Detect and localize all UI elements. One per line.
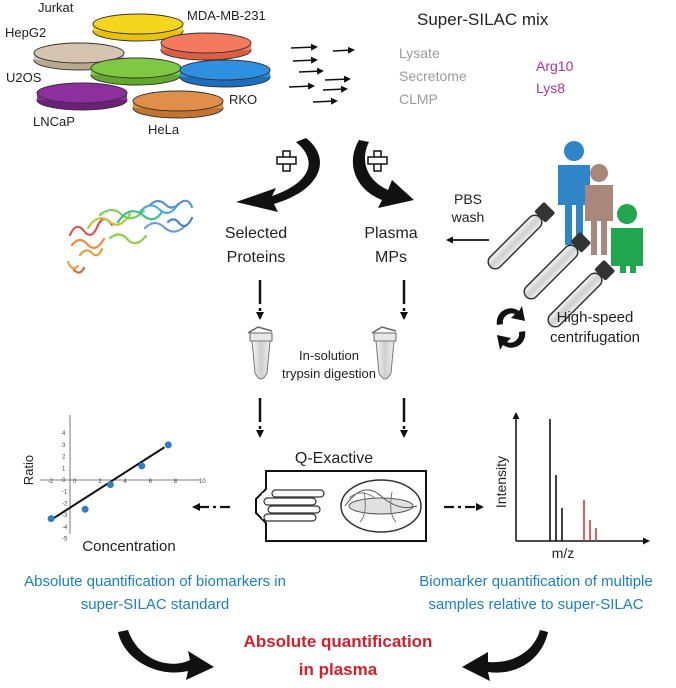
label-mda: MDA-MB-231 (187, 8, 266, 23)
centrifuge-line1: High-speed (557, 309, 634, 326)
fraction-clmp: CLMP (399, 91, 438, 107)
conclusion-line2: in plasma (299, 660, 378, 679)
calibration-xlabel: Concentration (82, 538, 175, 555)
mixing-arrows (288, 43, 355, 105)
calibration-ylabel: Ratio (21, 455, 36, 485)
cell-culture-dishes: Jurkat HepG2 MDA-MB-231 U2OS RKO LNCaP H… (5, 0, 271, 137)
label-hepg2: HepG2 (5, 25, 46, 40)
curved-arrow-left (236, 138, 320, 212)
instrument-label: Q-Exactive (295, 450, 373, 467)
label-lncap: LNCaP (33, 114, 75, 129)
calibration-xtick: 0 (73, 479, 77, 485)
calibration-xtick: 2 (98, 479, 102, 485)
blood-tubes-icon (487, 202, 615, 328)
dish-rko (179, 59, 271, 88)
conclusion-line1: Absolute quantification (244, 632, 433, 651)
calibration-point (138, 462, 146, 470)
person-blue-icon (558, 141, 590, 245)
caption-right-line1: Biomarker quantification of multiple (419, 573, 652, 590)
calibration-xtick: 6 (149, 479, 153, 485)
calibration-ytick: -5 (62, 537, 68, 543)
curved-arrow-right (352, 140, 414, 208)
centrifuge-line2: centrifugation (550, 329, 640, 346)
mass-spectrum-chart: Intensity m/z (493, 412, 650, 561)
caption-left-line2: super-SILAC standard (81, 596, 229, 613)
label-arg10: Arg10 (536, 58, 574, 74)
plus-right (367, 150, 388, 172)
person-brown-icon (585, 164, 613, 255)
plus-left (276, 150, 297, 172)
calibration-ytick: 2 (62, 455, 66, 461)
label-hela: HeLa (148, 122, 180, 137)
protein-structure-illustration (66, 199, 194, 274)
rotation-arrows-icon (496, 306, 526, 350)
calibration-xtick: 8 (174, 479, 178, 485)
calibration-ytick: -2 (62, 501, 68, 507)
selected-proteins-line1: Selected (225, 225, 287, 242)
eppendorf-tube-right-icon (371, 326, 397, 380)
label-u2os: U2OS (6, 70, 42, 85)
pbs-line2: wash (451, 209, 485, 225)
dish-hela (132, 90, 224, 119)
plasma-mps-line1: Plasma (364, 225, 417, 242)
plasma-mps-line2: MPs (375, 249, 407, 266)
curved-arrow-bottom-left (118, 630, 214, 680)
dish-mda (160, 32, 252, 61)
eppendorf-tube-left-icon (247, 326, 273, 380)
pbs-line1: PBS (454, 191, 482, 207)
calibration-ytick: 0 (62, 478, 66, 484)
selected-proteins-line2: Proteins (227, 249, 286, 266)
digestion-line2: trypsin digestion (282, 366, 376, 381)
calibration-ytick: 4 (62, 431, 66, 437)
curved-arrow-bottom-right (462, 630, 548, 681)
super-silac-title: Super-SILAC mix (417, 10, 549, 29)
person-green-icon (611, 204, 643, 273)
calibration-ytick: 1 (62, 466, 66, 472)
dish-jurkat (92, 13, 184, 42)
dish-lncap (36, 82, 128, 111)
flow-arrows-down (256, 280, 408, 438)
digestion-line1: In-solution (299, 348, 359, 363)
mass-spectrometer-icon (255, 470, 427, 542)
calibration-point (106, 481, 114, 489)
calibration-ytick: 3 (62, 443, 66, 449)
calibration-point (47, 515, 55, 523)
calibration-xtick: 10 (199, 479, 206, 485)
calibration-xtick: 4 (123, 479, 127, 485)
caption-right-line2: samples relative to super-SILAC (428, 596, 643, 613)
calibration-point (164, 441, 172, 449)
calibration-ytick: -1 (62, 490, 68, 496)
calibration-ytick: -4 (62, 525, 68, 531)
label-lys8: Lys8 (536, 80, 565, 96)
label-jurkat: Jurkat (38, 0, 74, 15)
calibration-xtick: -2 (48, 479, 54, 485)
spectrum-xlabel: m/z (552, 545, 575, 561)
calibration-point (81, 505, 89, 513)
label-rko: RKO (229, 92, 257, 107)
fraction-lysate: Lysate (399, 45, 440, 61)
caption-left-line1: Absolute quantification of biomarkers in (24, 573, 286, 590)
spectrum-ylabel: Intensity (493, 456, 509, 508)
calibration-ytick: -3 (62, 513, 68, 519)
fraction-secretome: Secretome (399, 68, 467, 84)
dish-u2os (90, 57, 182, 86)
